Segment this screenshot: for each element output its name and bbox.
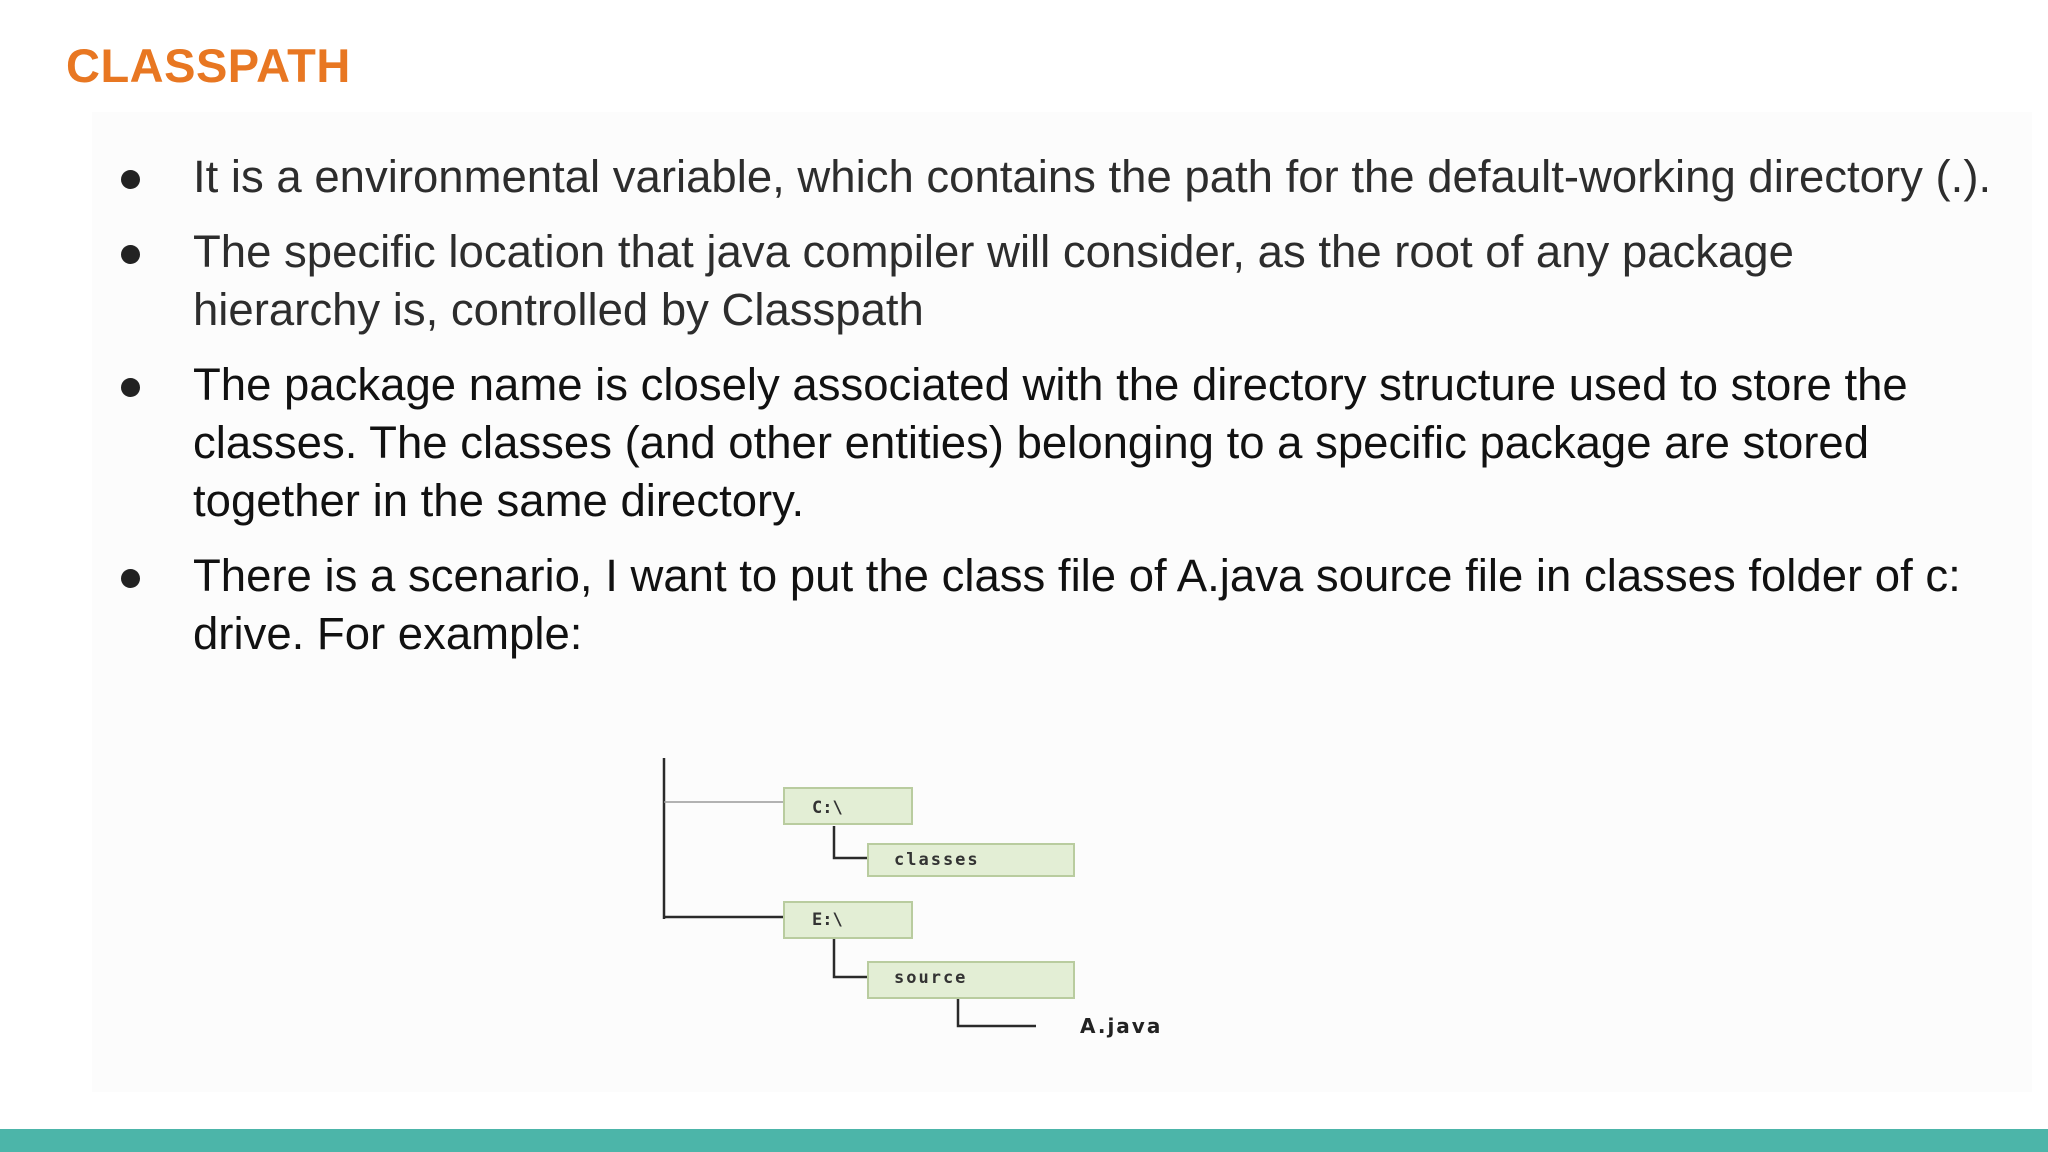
bullet-text: It is a environmental variable, which co… <box>193 151 1992 202</box>
bullet-dot <box>121 245 140 264</box>
footer-bar <box>0 1129 2048 1152</box>
bullet-text: The specific location that java compiler… <box>193 226 1794 335</box>
bullet-text: There is a scenario, I want to put the c… <box>193 550 1961 659</box>
slide-title: CLASSPATH <box>66 39 351 92</box>
bullet-dot <box>121 569 140 588</box>
bullet-item: It is a environmental variable, which co… <box>112 148 1992 206</box>
bullet-item: The package name is closely associated w… <box>112 356 1992 530</box>
content-panel <box>92 112 2032 1092</box>
bullet-dot <box>121 170 140 189</box>
bullet-text: The package name is closely associated w… <box>193 359 1908 526</box>
bullet-list: It is a environmental variable, which co… <box>112 148 1992 680</box>
bullet-dot <box>121 378 140 397</box>
bullet-item: There is a scenario, I want to put the c… <box>112 547 1992 663</box>
bullet-item: The specific location that java compiler… <box>112 223 1992 339</box>
